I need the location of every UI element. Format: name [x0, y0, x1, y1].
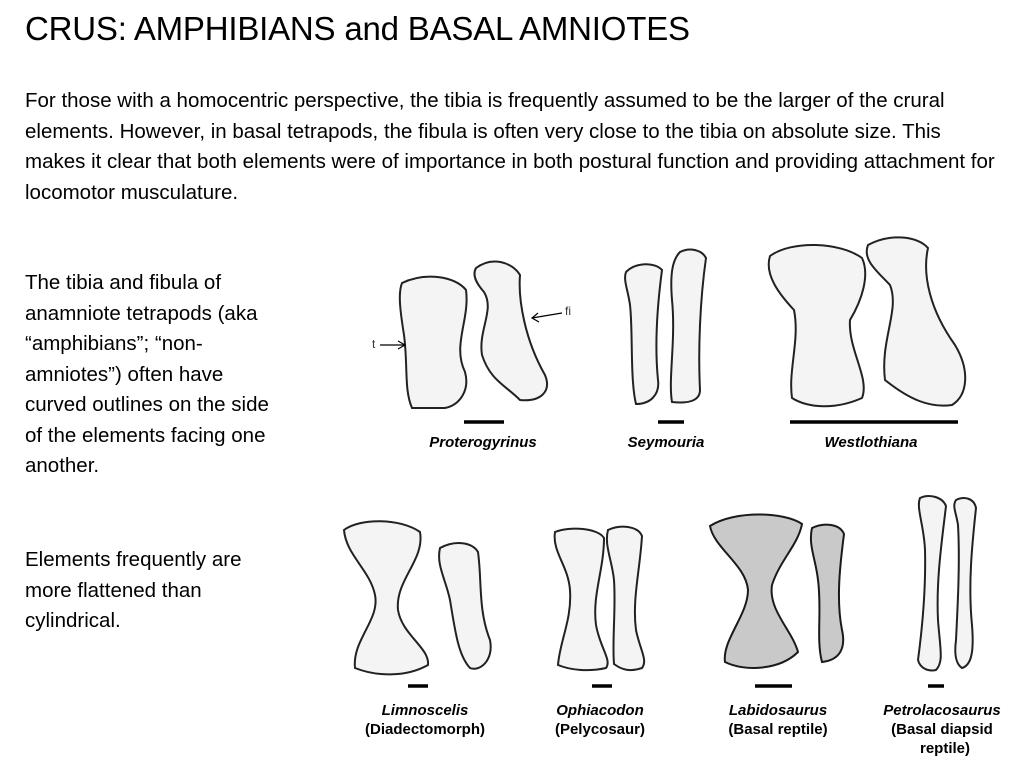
limnoscelis-fibula	[438, 542, 492, 670]
fibula-pointer-label: fi	[565, 304, 571, 318]
taxon-label-petrolacosaurus: Petrolacosaurus	[883, 702, 1001, 719]
group-label-labidosaurus: (Basal reptile)	[728, 721, 828, 738]
labidosaurus-tibia	[708, 513, 804, 669]
taxon-label-labidosaurus: Labidosaurus	[728, 702, 828, 719]
seymouria-fibula	[669, 248, 708, 404]
group-label-petrolacosaurus-line-1: (Basal diapsid	[891, 721, 993, 738]
seymouria-tibia	[624, 263, 664, 406]
curved-outline-note: The tibia and fibula of anamniote tetrap…	[25, 271, 269, 477]
tibia-pointer-label: t	[372, 337, 376, 351]
fibula-pointer	[531, 312, 563, 319]
petrolacosaurus-tibia	[916, 495, 948, 672]
tibia-pointer-head	[397, 340, 407, 350]
group-label-limnoscelis: (Diadectomorph)	[365, 721, 485, 738]
flattened-note: Elements frequently are more flattened t…	[25, 548, 242, 632]
intro-paragraph: For those with a homocentric perspective…	[25, 89, 995, 204]
westlothiana-tibia	[767, 243, 867, 408]
taxon-label-westlothiana: Westlothiana	[824, 434, 918, 451]
ophiacodon-tibia	[553, 527, 609, 672]
group-label-ophiacodon: (Pelycosaur)	[554, 721, 646, 738]
limnoscelis-tibia	[342, 520, 430, 676]
taxon-label-limnoscelis: Limnoscelis	[381, 702, 469, 719]
petrolacosaurus-fibula	[953, 497, 978, 670]
fibula-pointer-head	[530, 312, 540, 323]
westlothiana-fibula	[865, 236, 967, 407]
slide-title: CRUS: AMPHIBIANS and BASAL AMNIOTES	[25, 10, 690, 47]
proterogyrinus-tibia	[398, 275, 468, 409]
taxon-label-seymouria: Seymouria	[627, 434, 705, 451]
group-label-petrolacosaurus-line-2: reptile)	[919, 740, 970, 757]
taxon-label-ophiacodon: Ophiacodon	[556, 702, 644, 719]
taxon-label-proterogyrinus: Proterogyrinus	[429, 434, 537, 451]
ophiacodon-fibula	[605, 525, 646, 672]
proterogyrinus-fibula	[473, 260, 548, 402]
labidosaurus-fibula	[809, 523, 846, 664]
